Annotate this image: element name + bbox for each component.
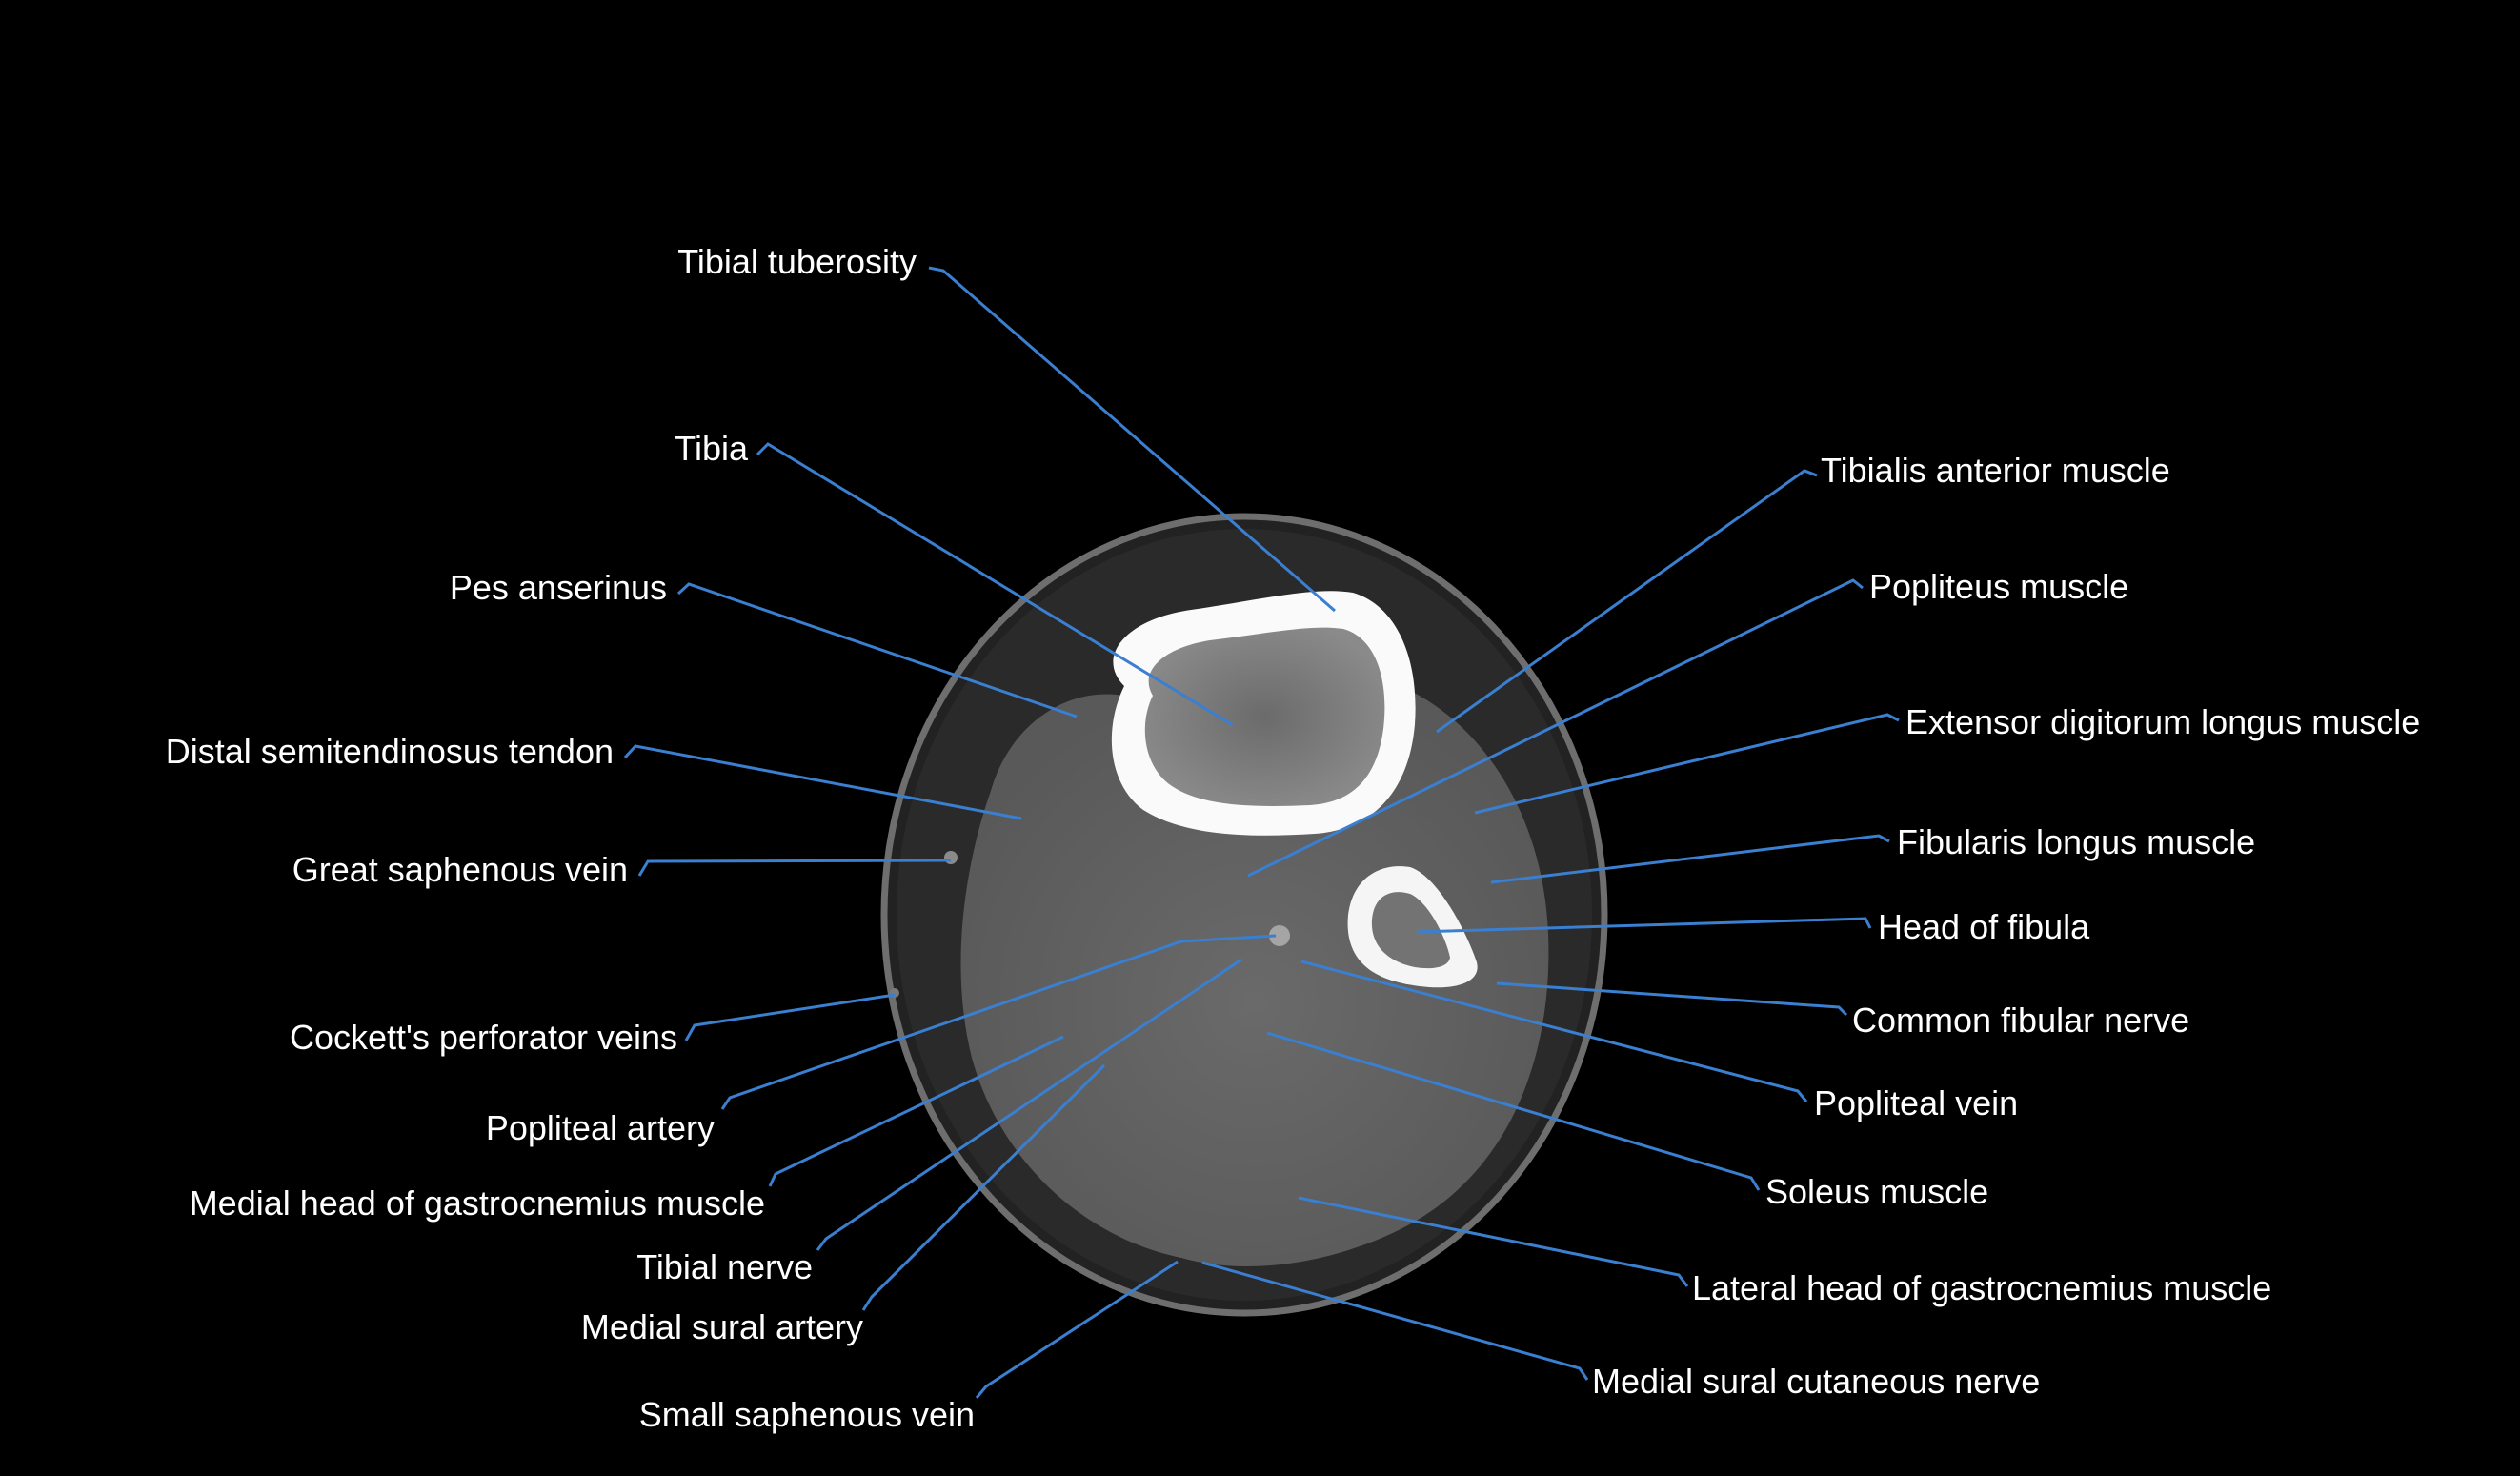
label-distal-semitendinosus-tendon: Distal semitendinosus tendon (165, 732, 614, 771)
medial-sural-cutaneous-nerve-leader-line (1201, 1261, 1589, 1381)
label-popliteus: Popliteus muscle (1869, 567, 2129, 606)
label-medial-sural-artery: Medial sural artery (580, 1307, 863, 1346)
popliteal-artery-dot (1269, 925, 1290, 946)
popliteus-leader-line (1247, 578, 1864, 878)
label-tibial-tuberosity: Tibial tuberosity (677, 242, 917, 281)
tibial-nerve-leader-line (816, 958, 1242, 1251)
tibial-tuberosity-leader-line (928, 266, 1336, 613)
label-popliteal-artery: Popliteal artery (485, 1108, 715, 1147)
distal-semitendinosus-tendon-leader-line (623, 744, 1022, 820)
label-extensor-digitorum-longus: Extensor digitorum longus muscle (1905, 702, 2421, 741)
label-small-saphenous-vein: Small saphenous vein (638, 1395, 975, 1434)
label-popliteal-vein: Popliteal vein (1814, 1083, 2019, 1122)
popliteal-vein-leader-line (1300, 960, 1808, 1102)
tibialis-anterior-leader-line (1436, 469, 1818, 734)
head-of-fibula-leader-line (1416, 917, 1872, 934)
common-fibular-nerve-leader-line (1496, 981, 1848, 1017)
medial-sural-artery-leader-line (861, 1063, 1106, 1311)
label-medial-sural-cutaneous-nerve: Medial sural cutaneous nerve (1592, 1362, 2041, 1401)
great-saphenous-vein-dot (944, 851, 958, 864)
label-great-saphenous-vein: Great saphenous vein (292, 850, 628, 889)
muscle-compartment (960, 680, 1549, 1266)
small-saphenous-vein-leader-line (975, 1260, 1179, 1399)
label-lateral-head-gastrocnemius: Lateral head of gastrocnemius muscle (1692, 1268, 2272, 1307)
tibia-leader-line (756, 442, 1234, 727)
label-pes-anserinus: Pes anserinus (449, 568, 667, 607)
label-common-fibular-nerve: Common fibular nerve (1852, 1001, 2190, 1040)
soleus-leader-line (1266, 1031, 1761, 1191)
great-saphenous-vein-leader-line (637, 859, 952, 877)
extensor-digitorum-longus-leader-line (1474, 713, 1900, 815)
label-tibial-nerve: Tibial nerve (636, 1247, 813, 1286)
label-medial-head-gastrocnemius: Medial head of gastrocnemius muscle (189, 1183, 765, 1223)
pes-anserinus-leader-line (676, 582, 1078, 718)
label-soleus: Soleus muscle (1765, 1172, 1989, 1211)
medial-head-gastrocnemius-leader-line (768, 1035, 1064, 1187)
cocketts-perforator-veins-leader-line (684, 993, 896, 1041)
leader-lines (623, 266, 1900, 1399)
label-fibularis-longus: Fibularis longus muscle (1897, 822, 2256, 861)
label-tibia: Tibia (675, 429, 748, 468)
fibularis-longus-leader-line (1490, 834, 1890, 884)
tibia-marrow (1144, 627, 1385, 806)
lateral-head-gastrocnemius-leader-line (1298, 1196, 1689, 1287)
fibula-marrow (1371, 892, 1450, 969)
label-tibialis-anterior: Tibialis anterior muscle (1821, 451, 2170, 490)
popliteal-artery-leader-line (720, 934, 1277, 1110)
label-head-of-fibula: Head of fibula (1878, 907, 2090, 946)
label-cocketts-perforator-veins: Cockett's perforator veins (289, 1018, 677, 1057)
